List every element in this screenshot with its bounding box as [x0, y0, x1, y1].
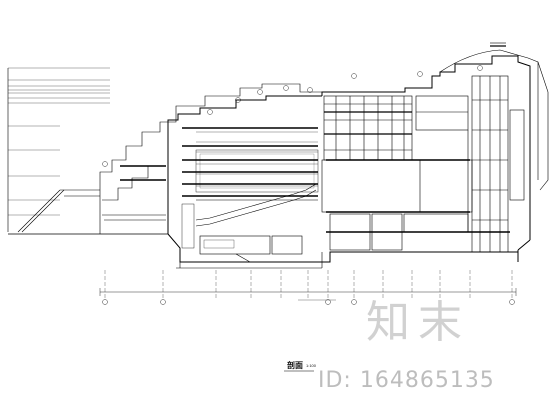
stepped-terraces: [99, 83, 322, 234]
service-core: [471, 75, 525, 253]
elevation-scale: [7, 67, 110, 232]
building-envelope: [167, 55, 531, 269]
basement-rooms: [181, 203, 469, 263]
stage-fly-tower: [323, 95, 413, 161]
section-title: 剖面: [287, 361, 303, 370]
scale-note: 1:100: [306, 363, 317, 369]
roof-canopy: [439, 42, 549, 191]
watermark-logo: 知末: [366, 297, 470, 348]
watermark-id: ID: 164865135: [318, 368, 495, 393]
grid-bubbles: [102, 65, 515, 305]
entrance-stair: [17, 189, 100, 233]
grid-lines: [104, 270, 513, 298]
floor-slabs: [120, 127, 510, 233]
auditorium-rake: [195, 131, 319, 227]
